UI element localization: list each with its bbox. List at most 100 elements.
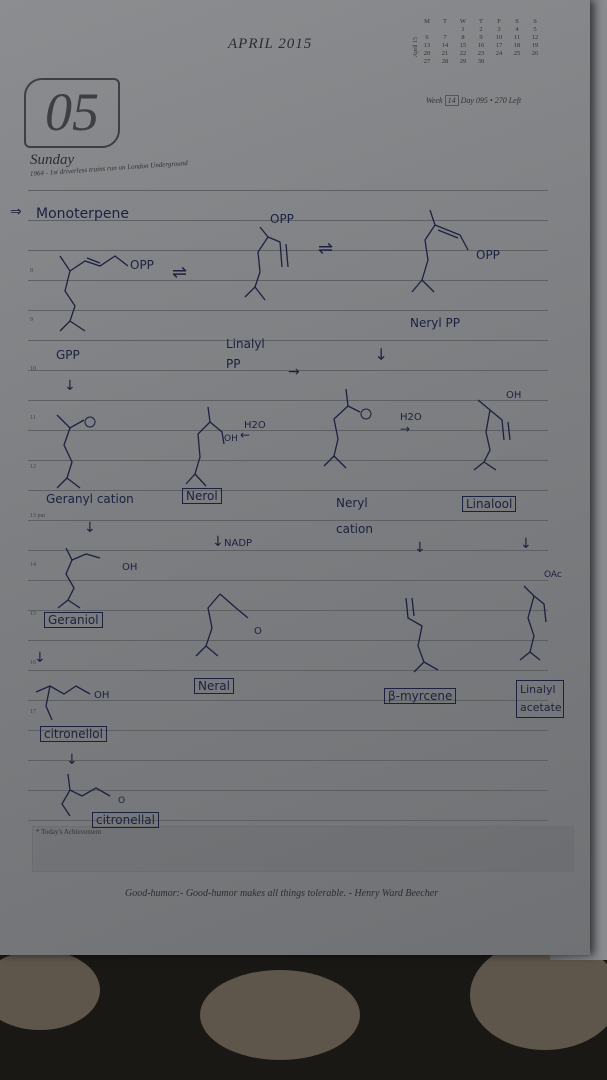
hour-label: 14 xyxy=(30,562,36,568)
calendar-cell: S xyxy=(515,18,519,25)
calendar-cell: 5 xyxy=(533,26,537,33)
opp-label-3: OPP xyxy=(476,248,500,262)
calendar-cell: 21 xyxy=(441,50,449,57)
achievement-label: * Today's Achievement xyxy=(36,828,102,836)
geraniol-label: Geraniol xyxy=(44,612,103,628)
neral-aldehyde-o: O xyxy=(254,626,262,637)
calendar-cell xyxy=(420,26,434,34)
hour-label: 11 xyxy=(30,415,36,421)
linalool-label: Linalool xyxy=(462,496,517,512)
calendar-cell: 30 xyxy=(477,58,485,65)
calendar-cell: 4 xyxy=(515,26,519,33)
hour-label: 10 xyxy=(30,366,36,372)
calendar-cell: 13 xyxy=(423,42,431,49)
geranyl-cation-structure xyxy=(56,414,96,489)
oh-linalool: OH xyxy=(506,390,522,401)
calendar-cell: 12 xyxy=(531,34,539,41)
hour-label: 15 xyxy=(30,611,36,617)
arrow-left: ← xyxy=(240,428,251,442)
arrow-down-3: ↓ xyxy=(414,540,426,556)
arrow-right-2: → xyxy=(400,422,411,436)
neral-label: Neral xyxy=(194,678,234,694)
calendar-cell: 24 xyxy=(495,50,503,57)
calendar-cell: 7 xyxy=(443,34,447,41)
ruled-line xyxy=(28,670,548,671)
calendar-cell: 20 xyxy=(423,50,431,57)
calendar-cell: 2 xyxy=(479,26,483,33)
linalyl-acetate-label: Linalyl acetate xyxy=(516,680,564,718)
arrow-right: → xyxy=(288,364,300,380)
nadp-label: NADP xyxy=(224,538,253,549)
calendar-cell: T xyxy=(443,18,447,25)
arrow-down-nadp: ↓ xyxy=(212,534,224,550)
ruled-line xyxy=(28,550,548,551)
calendar-cell: S xyxy=(533,18,537,25)
linalyl-acetate-structure xyxy=(519,585,547,661)
nerol-label: Nerol xyxy=(182,488,222,504)
calendar-cell: T xyxy=(479,18,483,25)
arrow-down-5: ↓ xyxy=(34,650,46,666)
oh-citronellol: OH xyxy=(94,690,110,701)
calendar-cell: 10 xyxy=(495,34,503,41)
geraniol-structure xyxy=(57,547,101,609)
h2o-label-2: H2O xyxy=(400,412,422,423)
cloth-pattern xyxy=(200,970,360,1060)
ruled-line xyxy=(28,700,548,701)
calendar-row: 20 21 22 23 24 25 26 xyxy=(420,50,550,58)
hour-label: 12 xyxy=(30,464,36,470)
neryl-cation-label: Neryl cation xyxy=(336,496,373,536)
linalyl-pp-label: Linalyl PP xyxy=(226,337,265,371)
calendar-cell: 15 xyxy=(459,42,467,49)
calendar-cell: W xyxy=(459,18,467,25)
calendar-cell: 14 xyxy=(441,42,449,49)
heading-monoterpene: Monoterpene xyxy=(36,206,129,222)
calendar-cell: 29 xyxy=(459,58,467,65)
ruled-line xyxy=(28,340,548,341)
arrow-down-6: ↓ xyxy=(66,752,78,768)
ruled-line xyxy=(28,490,548,491)
geranyl-cation-label: Geranyl cation xyxy=(46,492,134,506)
neryl-pp-structure xyxy=(411,209,469,293)
week-info: Week 14 Day 095 • 270 Left xyxy=(426,95,521,106)
equilibrium-arrow-2: ⇌ xyxy=(318,238,334,259)
ruled-line xyxy=(28,250,548,251)
neral-structure xyxy=(195,593,249,657)
hour-label: 9 xyxy=(30,317,33,323)
neryl-cation-structure xyxy=(323,388,372,469)
oh-geraniol: OH xyxy=(122,562,138,573)
calendar-cell: 23 xyxy=(477,50,485,57)
calendar-cell: 3 xyxy=(497,26,501,33)
ruled-line xyxy=(28,820,548,821)
ruled-line xyxy=(28,460,548,461)
ruled-line xyxy=(28,310,548,311)
oac-label: OAc xyxy=(544,570,562,580)
calendar-cell xyxy=(438,26,452,34)
calendar-cell: 28 xyxy=(441,58,449,65)
calendar-cell: 26 xyxy=(531,50,539,57)
linalool-structure xyxy=(473,399,511,471)
calendar-cell: 9 xyxy=(479,34,483,41)
ruled-line xyxy=(28,760,548,761)
ruled-line xyxy=(28,580,548,581)
month-title: APRIL 2015 xyxy=(228,36,313,52)
ruled-line xyxy=(28,220,548,221)
ruled-line xyxy=(28,280,548,281)
calendar-cell: M xyxy=(424,18,430,25)
calendar-cell: 18 xyxy=(513,42,521,49)
hour-label: 8 xyxy=(30,268,33,274)
opp-label-2: OPP xyxy=(270,212,294,226)
calendar-cell: 11 xyxy=(513,34,521,41)
neryl-pp-label: Neryl PP xyxy=(410,316,461,330)
citronellol-label: citronellol xyxy=(40,726,107,742)
calendar-cell: 22 xyxy=(459,50,467,57)
calendar-cell: 25 xyxy=(513,50,521,57)
h2o-label-1: H2O xyxy=(244,420,266,431)
b-myrcene-structure xyxy=(405,597,439,673)
ruled-line xyxy=(28,790,548,791)
quote-footer: Good-humor:- Good-humor makes all things… xyxy=(125,888,439,899)
citronellol-structure xyxy=(35,685,91,721)
gpp-structure xyxy=(59,255,129,332)
